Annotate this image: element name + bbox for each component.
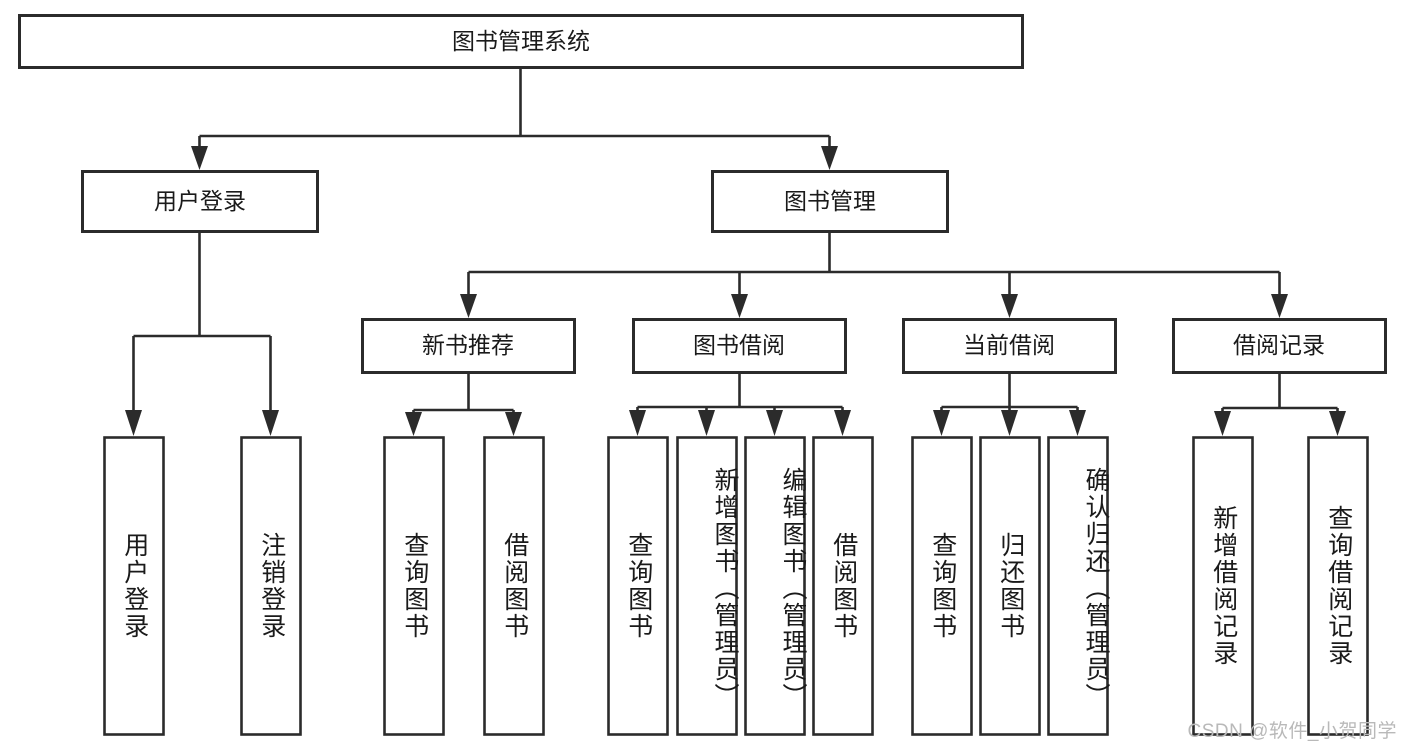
csdn-watermark: CSDN @软件_小贺同学 xyxy=(1187,721,1397,742)
arrowhead-current-borrow xyxy=(1001,294,1018,318)
node-user-login-box[interactable] xyxy=(81,170,319,233)
leaf-box-user-login[interactable] xyxy=(103,436,165,736)
node-borrow-record-label: 借阅记录 xyxy=(1233,332,1325,358)
arrowhead-new-book-recommend xyxy=(460,294,477,318)
node-current-borrow-label: 当前借阅 xyxy=(963,332,1055,358)
arrowhead-leaf-borrow-book-2 xyxy=(834,410,851,436)
node-new-book-recommend-box[interactable] xyxy=(361,318,576,374)
node-book-management-label: 图书管理 xyxy=(784,188,876,214)
leaf-box-add-record[interactable] xyxy=(1192,436,1254,736)
node-borrow-record-box[interactable] xyxy=(1172,318,1387,374)
leaf-box-query-book-2[interactable] xyxy=(607,436,669,736)
leaf-box-query-book-1[interactable] xyxy=(383,436,445,736)
arrowhead-book-borrow xyxy=(731,294,748,318)
leaf-box-query-record[interactable] xyxy=(1307,436,1369,736)
node-book-borrow-box[interactable] xyxy=(632,318,847,374)
leaf-box-borrow-book-1[interactable] xyxy=(483,436,545,736)
arrowhead-leaf-confirm-return xyxy=(1069,410,1086,436)
leaf-box-add-book[interactable] xyxy=(676,436,738,736)
node-user-login-label: 用户登录 xyxy=(154,188,246,214)
leaf-box-confirm-return[interactable] xyxy=(1047,436,1109,736)
arrowhead-book-management xyxy=(821,146,838,170)
arrowhead-leaf-query-book-1 xyxy=(405,412,422,436)
leaf-box-edit-book[interactable] xyxy=(744,436,806,736)
node-book-management-box[interactable] xyxy=(711,170,949,233)
arrowhead-leaf-query-record xyxy=(1329,411,1346,436)
leaf-box-logout[interactable] xyxy=(240,436,302,736)
edges-group xyxy=(125,68,1346,436)
arrowhead-leaf-add-book xyxy=(698,410,715,436)
node-book-borrow-label: 图书借阅 xyxy=(693,332,785,358)
arrowhead-leaf-edit-book xyxy=(766,410,783,436)
arrowhead-leaf-query-book-3 xyxy=(933,410,950,436)
leaf-box-query-book-3[interactable] xyxy=(911,436,973,736)
leaf-box-return-book[interactable] xyxy=(979,436,1041,736)
node-root-box[interactable] xyxy=(18,14,1024,69)
nodes-group: 图书管理系统 用户登录 图书管理 新书推荐 图书借阅 当前借阅 借阅记录 xyxy=(18,14,1387,736)
arrowhead-leaf-logout xyxy=(262,410,279,436)
leaf-box-borrow-book-2[interactable] xyxy=(812,436,874,736)
arrowhead-borrow-record xyxy=(1271,294,1288,318)
arrowhead-leaf-return-book xyxy=(1001,410,1018,436)
arrowhead-leaf-user-login xyxy=(125,410,142,436)
arrowhead-leaf-add-record xyxy=(1214,411,1231,436)
arrowhead-leaf-borrow-book-1 xyxy=(505,412,522,436)
arrowhead-user-login xyxy=(191,146,208,170)
node-new-book-recommend-label: 新书推荐 xyxy=(422,332,514,358)
arrowhead-leaf-query-book-2 xyxy=(629,410,646,436)
node-current-borrow-box[interactable] xyxy=(902,318,1117,374)
node-root-label: 图书管理系统 xyxy=(452,28,590,54)
